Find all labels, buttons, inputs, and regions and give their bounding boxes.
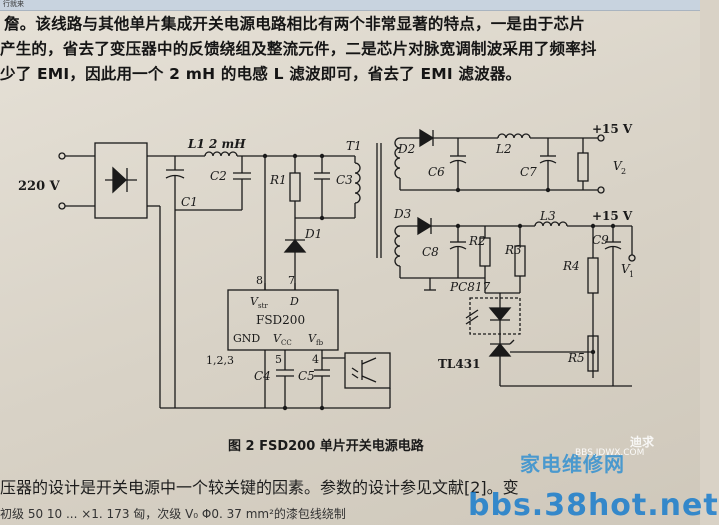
chip-d-label: D bbox=[289, 295, 299, 308]
c8-label: C8 bbox=[422, 245, 439, 259]
r3-label: R3 bbox=[504, 243, 522, 257]
c1-label: C1 bbox=[181, 195, 198, 209]
l3-label: L3 bbox=[539, 209, 556, 223]
paragraph-line-1: 詹。该线路与其他单片集成开关电源电路相比有两个非常显著的特点，一是由于芯片 bbox=[4, 15, 585, 33]
chip-vcc-label: V bbox=[273, 332, 282, 345]
window-strip: 行就来 bbox=[0, 0, 700, 11]
t1-label: T1 bbox=[346, 139, 362, 153]
chip-vstr-sub: str bbox=[258, 302, 268, 310]
output-name-top: V bbox=[613, 159, 623, 173]
d2-label: D2 bbox=[397, 142, 415, 156]
bottom-text-line-2: 初级 50 10 ... ×1. 173 匈，次级 V₀ Φ0. 37 mm²的… bbox=[0, 507, 346, 521]
l2-label: L2 bbox=[495, 142, 512, 156]
output-name-bottom: V bbox=[621, 262, 631, 276]
figure-caption: 图 2 FSD200 单片开关电源电路 bbox=[228, 439, 424, 454]
paragraph-line-2: 产生的，省去了变压器中的反馈绕组及整流元件，二是芯片对脉宽调制波采用了频率抖 bbox=[0, 40, 597, 58]
c3-label: C3 bbox=[336, 173, 353, 187]
inductor-l1-label: L1 2 mH bbox=[187, 137, 246, 151]
chip-gnd-label: GND bbox=[233, 332, 260, 345]
watermark-corner-text: 迪求 bbox=[630, 435, 655, 449]
window-strip-text: 行就来 bbox=[3, 0, 24, 8]
c7-label: C7 bbox=[520, 165, 537, 179]
bottom-text-line-1: 压器的设计是开关电源中一个较关键的因素。参数的设计参见文献[2]。变 bbox=[0, 478, 519, 497]
r2-label: R2 bbox=[468, 234, 486, 248]
pin-7-label: 7 bbox=[288, 274, 295, 287]
c2-label: C2 bbox=[210, 169, 227, 183]
watermark-forum-url: bbs.38hot.net bbox=[468, 488, 719, 523]
pin-8-label: 8 bbox=[256, 274, 263, 287]
chip-vfb-sub: fb bbox=[316, 339, 324, 347]
chip-vfb-label: V bbox=[308, 332, 317, 345]
output-sub-bottom: 1 bbox=[629, 270, 634, 279]
r1-label: R1 bbox=[269, 173, 287, 187]
output-sub-top: 2 bbox=[621, 167, 626, 176]
output-voltage-top: +15 V bbox=[592, 122, 633, 136]
input-voltage-label: 220 V bbox=[18, 179, 61, 194]
optocoupler-label: PC817 bbox=[449, 280, 491, 294]
chip-name: FSD200 bbox=[256, 313, 305, 327]
paragraph-line-3: 少了 EMI，因此用一个 2 mH 的电感 L 滤波即可，省去了 EMI 滤波器… bbox=[0, 65, 522, 83]
pin-5-label: 5 bbox=[275, 353, 282, 366]
chip-vcc-sub: CC bbox=[281, 339, 292, 347]
c4-label: C4 bbox=[254, 369, 271, 383]
regulator-label: TL431 bbox=[438, 357, 480, 371]
d3-label: D3 bbox=[393, 207, 412, 221]
pin-123-label: 1,2,3 bbox=[206, 354, 234, 367]
circuit-diagram: 220 V L1 2 mH C1 C2 R1 C3 D1 T1 D2 C6 L2… bbox=[18, 122, 636, 411]
watermark-site-name: 家电维修网 bbox=[520, 452, 625, 476]
r4-label: R4 bbox=[562, 259, 580, 273]
c5-label: C5 bbox=[298, 369, 315, 383]
pin-4-label: 4 bbox=[312, 353, 319, 366]
watermark-site-url: BBS.JDWX.COM bbox=[575, 448, 645, 458]
c9-label: C9 bbox=[592, 233, 609, 247]
chip-vstr-label: V bbox=[250, 295, 259, 308]
r5-label: R5 bbox=[567, 351, 585, 365]
c6-label: C6 bbox=[428, 165, 445, 179]
output-voltage-bottom: +15 V bbox=[592, 209, 633, 223]
d1-label: D1 bbox=[304, 227, 322, 241]
